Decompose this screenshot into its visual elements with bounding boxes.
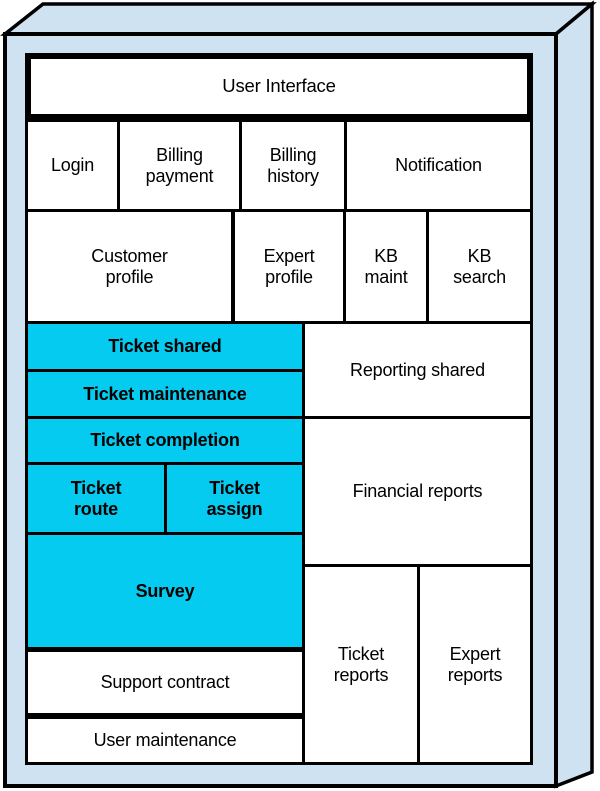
block-ticket-reports: Ticket reports xyxy=(305,567,417,762)
block-expert-profile: Expert profile xyxy=(235,212,343,321)
block-ticket-route: Ticket route xyxy=(28,465,164,532)
block-user-maintenance: User maintenance xyxy=(28,719,302,762)
block-ticket-maintenance: Ticket maintenance xyxy=(28,372,302,416)
block-kb-search: KB search xyxy=(429,212,530,321)
block-support-contract: Support contract xyxy=(28,652,302,713)
block-ticket-shared: Ticket shared xyxy=(28,324,302,369)
block-expert-reports: Expert reports xyxy=(420,567,530,762)
block-reporting-shared: Reporting shared xyxy=(305,324,530,416)
block-user-interface: User Interface xyxy=(31,59,527,114)
block-billing-history: Billing history xyxy=(242,122,344,209)
block-customer-profile: Customer profile xyxy=(28,212,231,321)
block-notification: Notification xyxy=(347,122,530,209)
block-survey: Survey xyxy=(28,535,302,647)
block-ticket-completion: Ticket completion xyxy=(28,419,302,462)
block-kb-maint: KB maint xyxy=(346,212,426,321)
block-billing-payment: Billing payment xyxy=(120,122,239,209)
slab-right-face xyxy=(554,0,594,789)
module-panel: User Interface Login Billing payment Bil… xyxy=(25,53,533,765)
slab-top-face xyxy=(0,2,597,36)
block-login: Login xyxy=(28,122,117,209)
block-ticket-assign: Ticket assign xyxy=(167,465,302,532)
block-financial-reports: Financial reports xyxy=(305,419,530,564)
